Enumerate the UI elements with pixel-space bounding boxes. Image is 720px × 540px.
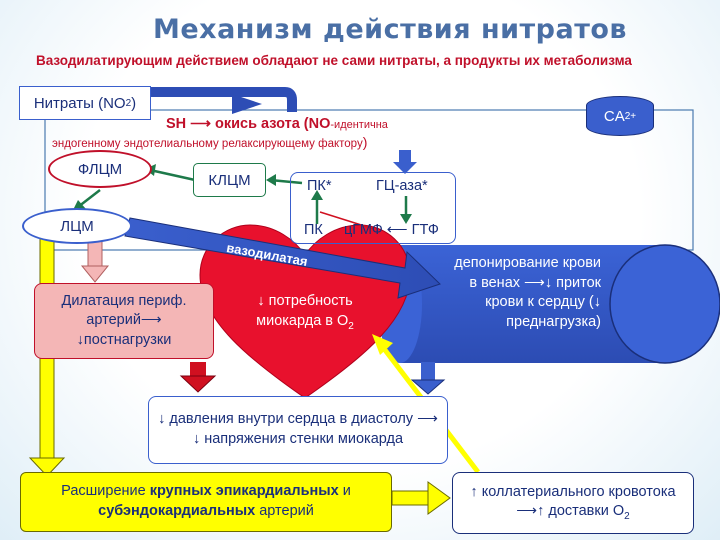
nitrates-subscript: 2 xyxy=(125,97,132,109)
pk-star: ПК* xyxy=(307,178,332,194)
subtitle: Вазодилатирующим действием обладают не с… xyxy=(36,53,632,68)
cgmp-label: цГМФ ⟵ ГТФ xyxy=(344,222,439,238)
flcm-node: ФЛЦМ xyxy=(48,150,152,188)
page-title: Механизм действия нитратов xyxy=(152,14,628,45)
green-gc-down-head xyxy=(400,214,412,224)
expansion-mid: и xyxy=(338,483,351,500)
blue-down-body xyxy=(421,362,435,380)
dilation-label: Дилатация периф. артерий⟶ ↓постнагрузки xyxy=(61,292,187,348)
sh-main: SH ⟶ окись азота (NO xyxy=(166,116,331,132)
green-pk-up-head xyxy=(311,190,323,200)
pk-label: ПК xyxy=(304,222,323,238)
collateral-text: ↑ коллатериального кровотока ⟶↑ доставки… xyxy=(470,483,676,520)
expansion-label: Расширение крупных эпикардиальных и субэ… xyxy=(31,482,381,521)
dilation-box: Дилатация периф. артерий⟶ ↓постнагрузки xyxy=(34,283,214,359)
blue-down-head xyxy=(410,379,446,395)
sh-arrowhead xyxy=(232,94,262,114)
yellow-diagonal-head xyxy=(372,334,393,355)
red-inhibit-line xyxy=(319,211,375,230)
collateral-box: ↑ коллатериального кровотока ⟶↑ доставки… xyxy=(452,472,694,534)
sh-line-2: эндогенному эндотелиальному релаксирующе… xyxy=(52,134,367,150)
expansion-pre: Расширение xyxy=(61,483,150,500)
pressure-label: ↓ давления внутри сердца в диастолу ⟶ ↓ … xyxy=(158,411,438,447)
collateral-subscript: 2 xyxy=(624,510,630,522)
nitrates-to-sh-arrow xyxy=(150,87,297,112)
yellow-right-body xyxy=(391,490,431,506)
klcm-label: КЛЦМ xyxy=(208,171,251,189)
gc-star: ГЦ-аза* xyxy=(376,178,428,194)
heart-label: ↓ потребность миокарда в О2 xyxy=(240,292,370,333)
lcm-down-body xyxy=(87,240,103,268)
lcm-node: ЛЦМ xyxy=(22,208,132,244)
lcm-down-head xyxy=(80,265,110,283)
sh-down-arrowhead xyxy=(393,162,417,174)
green-klcm-to-flcm xyxy=(149,168,196,182)
ca-superscript: 2+ xyxy=(624,110,637,122)
heart-subscript: 2 xyxy=(348,320,354,332)
green-klcm-head xyxy=(266,174,276,186)
heart-text: ↓ потребность миокарда в О xyxy=(256,293,353,329)
expansion-bold-1: крупных эпикардиальных xyxy=(149,483,339,500)
sh-small: -идентична xyxy=(330,119,388,131)
veins-label: депонирование крови в венах ⟶↓ приток кр… xyxy=(454,255,601,330)
lcm-label: ЛЦМ xyxy=(60,217,94,235)
vasodilation-arrow xyxy=(124,217,441,299)
expansion-bold-2: субэндокардиальных xyxy=(98,503,256,519)
collateral-label: ↑ коллатериального кровотока ⟶↑ доставки… xyxy=(459,483,687,524)
yellow-vertical-head xyxy=(28,457,66,477)
expansion-box: Расширение крупных эпикардиальных и субэ… xyxy=(20,472,392,532)
pressure-box: ↓ давления внутри сердца в диастолу ⟶ ↓ … xyxy=(148,396,448,464)
pk-gc-box xyxy=(290,172,456,244)
red-down-body xyxy=(190,362,206,376)
expansion-post: артерий xyxy=(255,503,314,519)
sh-line: SH ⟶ окись азота (NO-идентична xyxy=(166,116,388,132)
sh-down-arrow-body xyxy=(399,150,411,162)
sh-line2-text: эндогенному эндотелиальному релаксирующе… xyxy=(52,138,363,150)
nitrates-close: ) xyxy=(131,94,137,112)
flcm-label: ФЛЦМ xyxy=(77,160,123,178)
red-down-head xyxy=(179,375,217,393)
sh-close: ) xyxy=(362,134,368,150)
ca-label: CA xyxy=(603,107,625,125)
nitrates-label: Нитраты (NO xyxy=(33,94,126,112)
yellow-right-head xyxy=(427,481,451,515)
klcm-node: КЛЦМ xyxy=(193,163,266,197)
